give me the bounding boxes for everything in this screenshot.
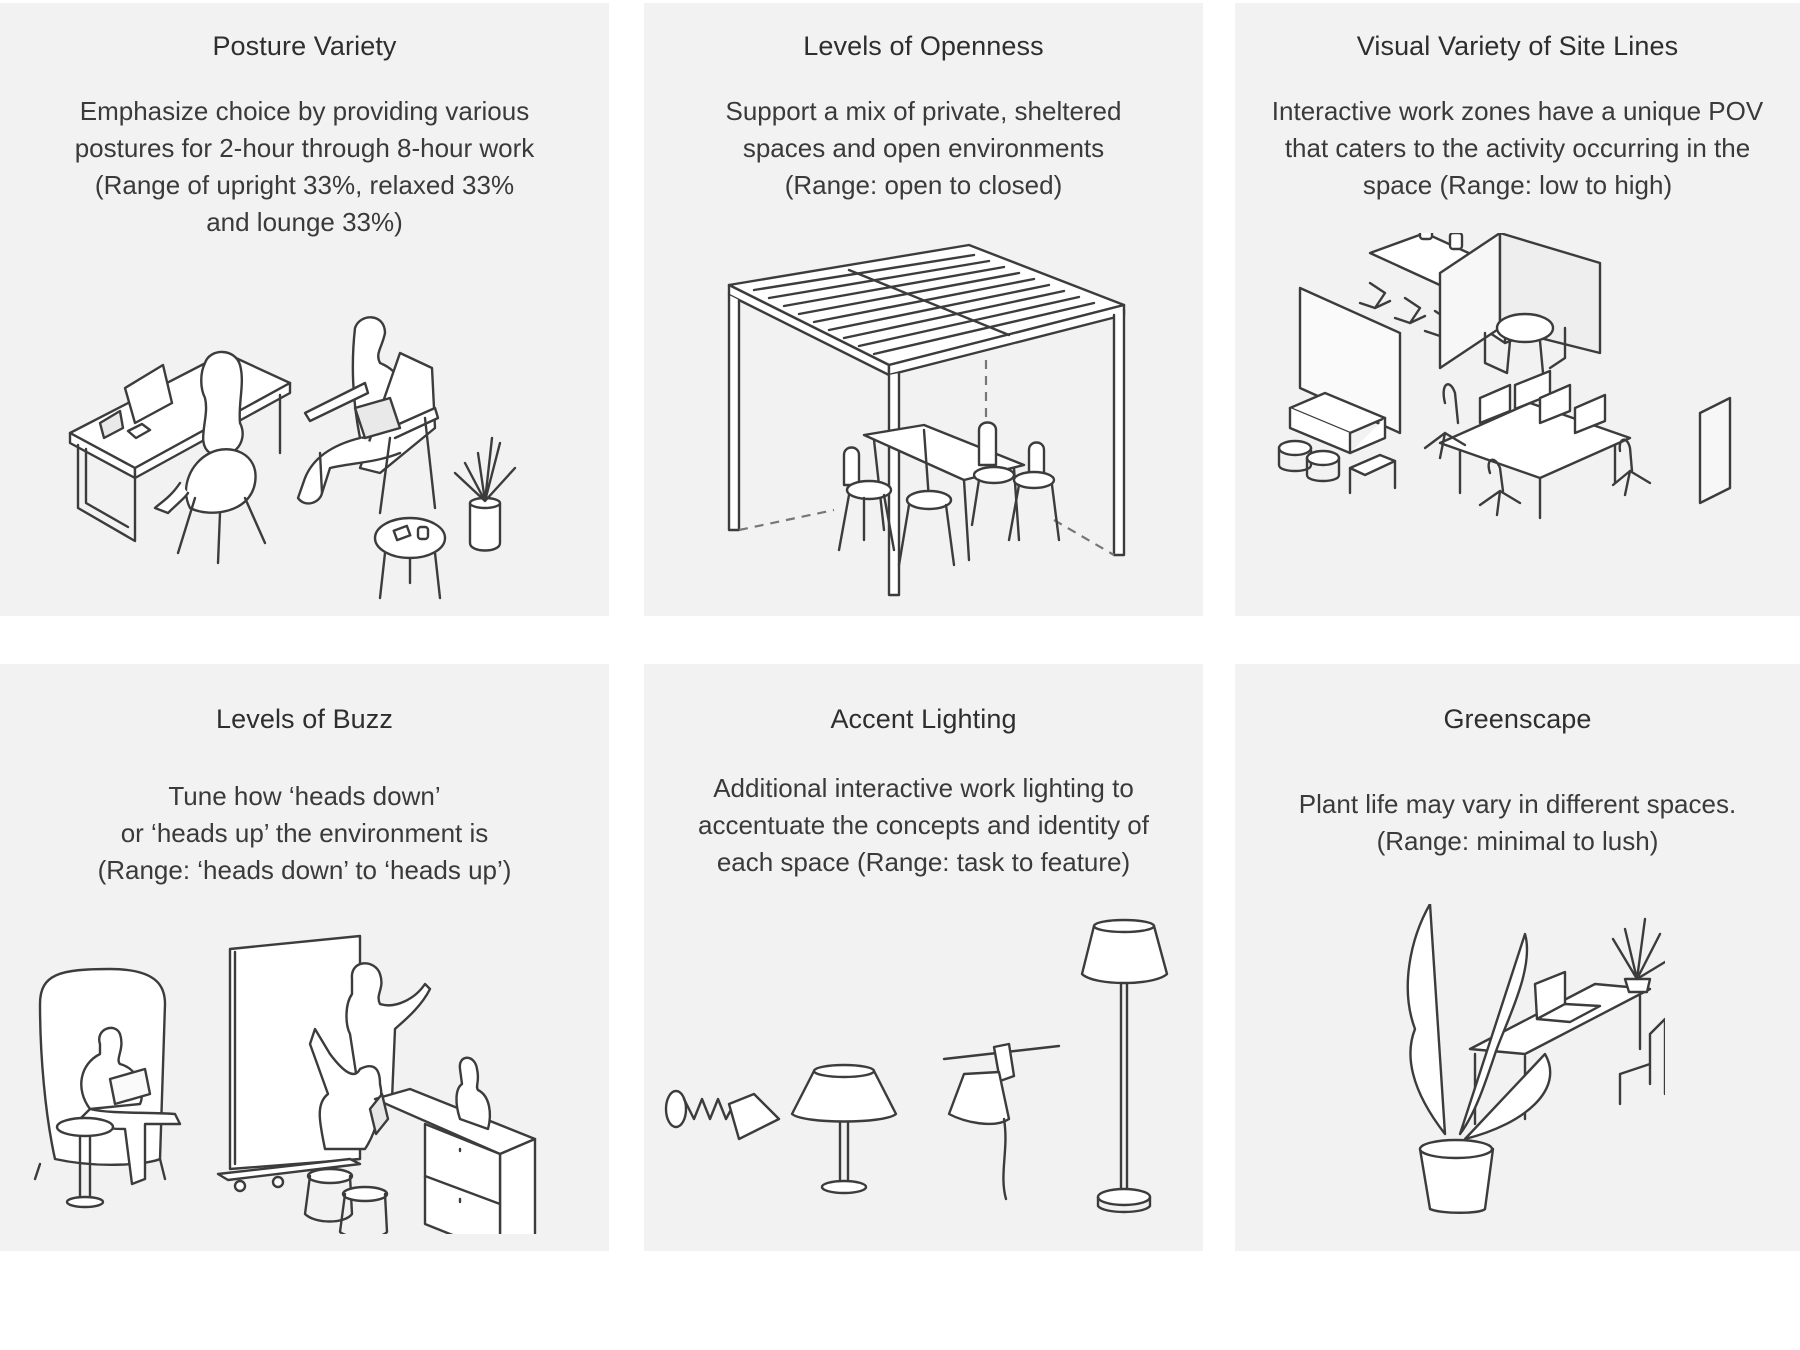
description-line: each space (Range: task to feature) [716,847,1131,877]
description-line: (Range: minimal to lush) [1376,826,1659,856]
floor-lamp-icon [1082,920,1167,1212]
description-line: (Range: open to closed) [784,170,1063,200]
person-at-desk-and-lounge-chair-illustration [60,303,580,603]
description-line: or ‘heads up’ the environment is [120,818,489,848]
card-visual-variety-of-site-lines: Visual Variety of Site Lines Interactive… [1235,3,1800,616]
description-line: Interactive work zones have a unique POV [1271,96,1764,126]
description-line: Emphasize choice by providing various [79,96,530,126]
card-title: Levels of Openness [803,31,1044,61]
card-description: Emphasize choice by providing various po… [0,93,609,241]
card-title: Posture Variety [212,31,397,61]
wall-lamp-icon [666,1091,779,1139]
card-description: Plant life may vary in different spaces.… [1235,786,1800,860]
office-zones-isometric-illustration [1275,233,1785,523]
card-title: Greenscape [1443,704,1592,734]
description-line: Support a mix of private, sheltered [725,96,1122,126]
description-line: Tune how ‘heads down’ [168,781,441,811]
clip-lamp-icon [944,1044,1059,1199]
card-levels-of-buzz: Levels of Buzz Tune how ‘heads down’ or … [0,664,609,1251]
card-levels-of-openness: Levels of Openness Support a mix of priv… [644,3,1203,616]
description-line: that caters to the activity occurring in… [1284,133,1751,163]
table-lamp-icon [792,1065,896,1193]
description-line: Additional interactive work lighting to [713,773,1134,803]
plants-and-desk-illustration [1385,904,1665,1214]
description-line: postures for 2-hour through 8-hour work [74,133,535,163]
description-line: (Range: ‘heads down’ to ‘heads up’) [97,855,512,885]
card-title: Accent Lighting [830,704,1017,734]
card-description: Tune how ‘heads down’ or ‘heads up’ the … [0,778,609,889]
description-line: accentuate the concepts and identity of [698,810,1149,840]
card-description: Additional interactive work lighting to … [644,770,1203,881]
card-accent-lighting: Accent Lighting Additional interactive w… [644,664,1203,1251]
lamps-illustration [664,914,1184,1224]
card-greenscape: Greenscape Plant life may vary in differ… [1235,664,1800,1251]
card-title: Levels of Buzz [216,704,393,734]
description-line: space (Range: low to high) [1362,170,1673,200]
card-description: Interactive work zones have a unique POV… [1235,93,1800,204]
card-posture-variety: Posture Variety Emphasize choice by prov… [0,3,609,616]
card-title: Visual Variety of Site Lines [1356,31,1679,61]
pergola-with-high-table-illustration [724,240,1134,600]
description-line: Plant life may vary in different spaces. [1298,789,1737,819]
collaboration-whiteboard-illustration [30,914,590,1234]
description-line: (Range of upright 33%, relaxed 33% [94,170,515,200]
card-description: Support a mix of private, sheltered spac… [644,93,1203,204]
description-line: and lounge 33%) [206,207,403,237]
description-line: spaces and open environments [742,133,1105,163]
